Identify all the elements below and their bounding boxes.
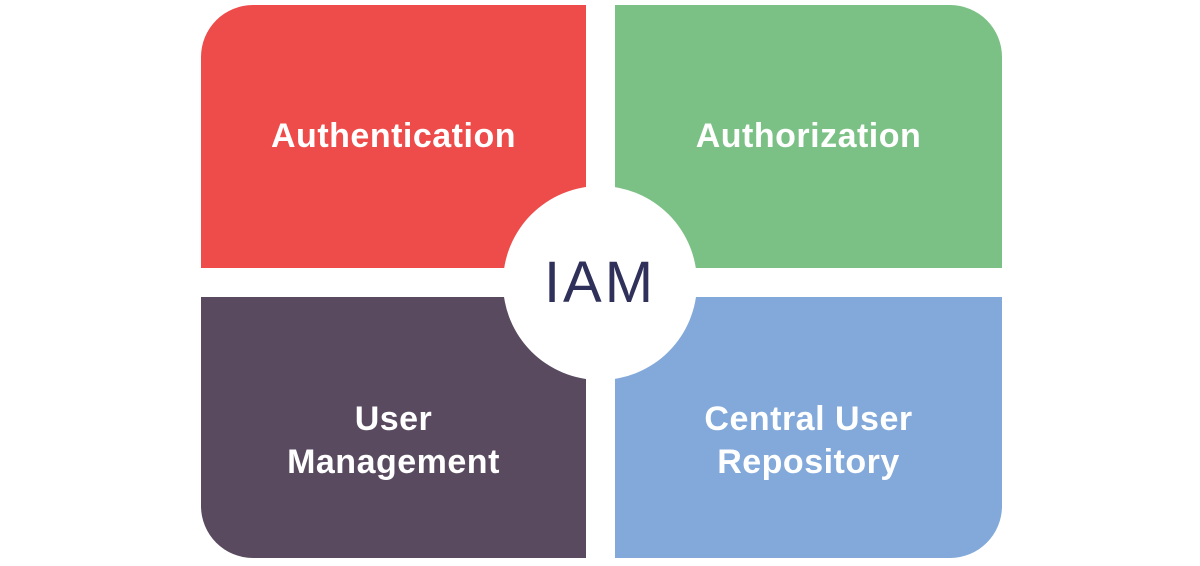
center-label-iam: IAM xyxy=(543,250,657,315)
quadrant-authentication: Authentication xyxy=(201,5,586,268)
center-circle: IAM xyxy=(503,186,697,380)
quadrant-label-user-management: User Management xyxy=(287,399,500,481)
quadrant-central-user-repository: Central User Repository xyxy=(615,297,1002,558)
quadrant-label-authentication: Authentication xyxy=(271,117,516,156)
quadrant-label-central-user-repository: Central User Repository xyxy=(704,399,913,481)
quadrant-label-authorization: Authorization xyxy=(695,117,922,156)
quadrant-authorization: Authorization xyxy=(615,5,1002,268)
quadrant-user-management: User Management xyxy=(201,297,586,558)
